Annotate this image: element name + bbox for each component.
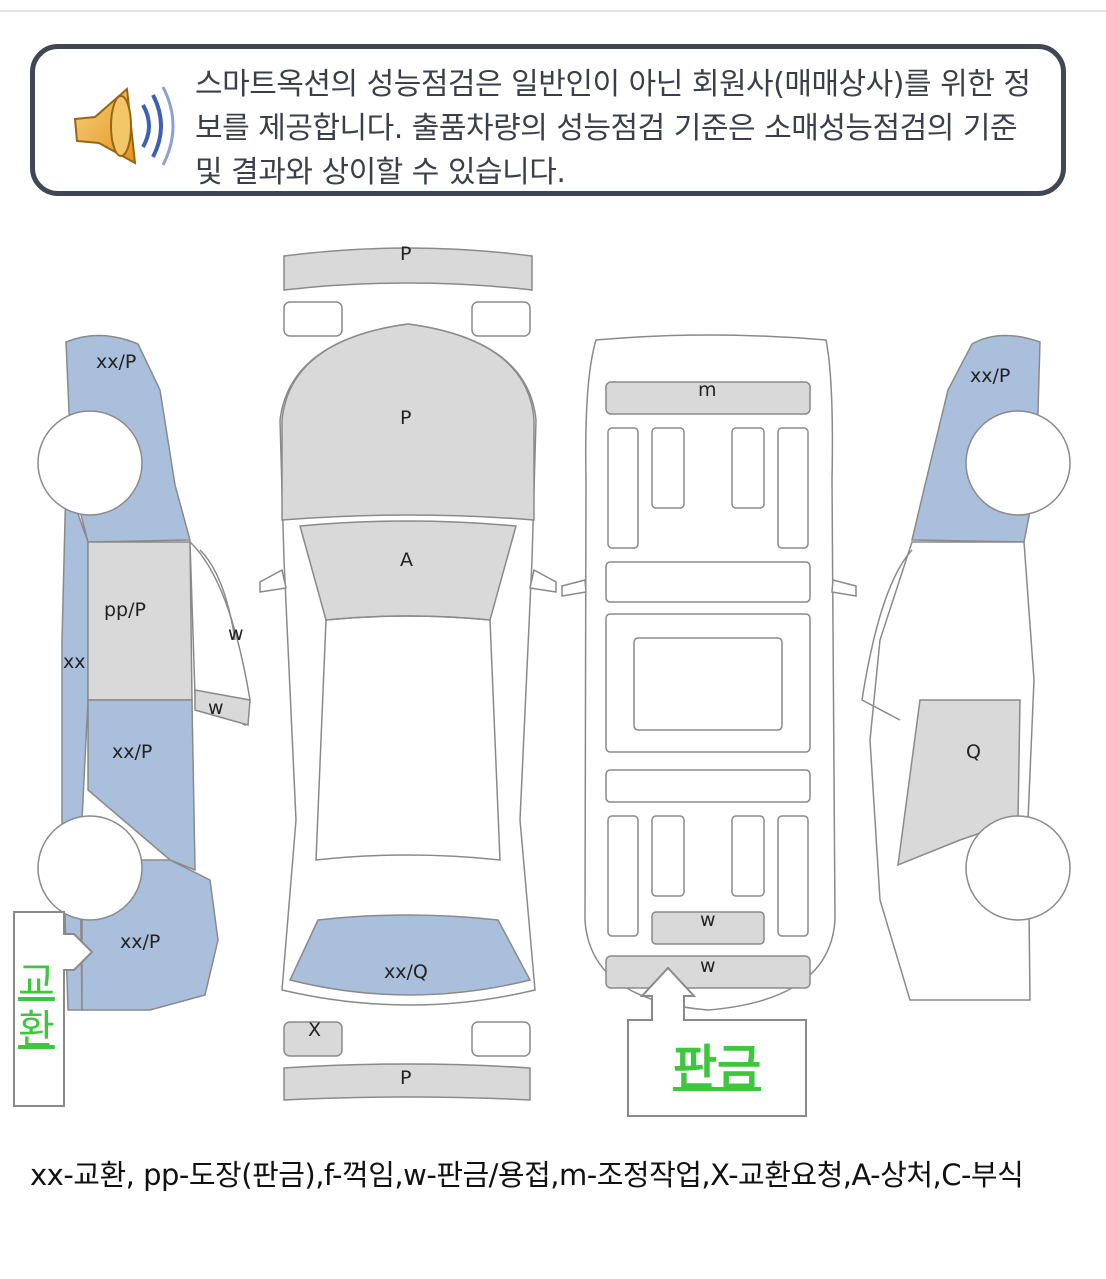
label-left-pillar-lower: w [208,697,224,719]
front-bumper [283,247,533,291]
mirror-left [259,568,287,593]
label-trunk: xx/Q [384,961,428,983]
right-wheel-front [965,410,1071,516]
rear-light-left [283,1021,343,1057]
top-view [259,247,557,1101]
underbody-view [561,334,857,1011]
rear-light-right [471,1021,531,1057]
exchange-label: 교환 [18,958,62,1054]
label-left-bottom: xx/P [120,931,160,953]
underbody-rear-bar-1 [651,911,765,945]
label-right-top: xx/P [970,365,1010,387]
panel-label: 판금 [628,1036,806,1100]
label-hood: P [400,407,411,429]
left-rear-door [87,699,196,872]
left-wheel-rear [37,815,143,921]
front-light-left [283,301,343,337]
trunk [288,914,532,996]
label-underbody-rear-2: w [700,955,716,977]
car-damage-diagram: xx/P pp/P xx w w xx/P xx/P P P A xx/Q X … [0,220,1106,1120]
label-left-pillar-upper: w [228,623,244,645]
label-windshield: A [400,549,413,571]
label-underbody-rear-1: w [700,909,716,931]
right-side-view [861,334,1071,1001]
mirror-right [529,568,557,593]
label-underbody-front: m [698,379,717,401]
label-rear-bumper: P [400,1067,411,1089]
label-left-rear-door: xx/P [112,741,152,763]
right-wheel-rear [965,815,1071,921]
front-light-right [471,301,531,337]
label-front-bumper: P [400,243,411,265]
hood [281,323,535,521]
label-left-top: xx/P [96,351,136,373]
label-right-rear-door: Q [966,741,981,763]
left-side-view [37,334,251,1011]
speaker-icon [73,86,175,166]
rear-bumper [283,1063,531,1101]
panel-label-text: 판금 [672,1040,762,1096]
label-left-rocker: xx [63,651,86,673]
underbody-front-bar [605,381,811,415]
label-left-front-door: pp/P [104,599,146,621]
left-pillar-strip [194,689,251,726]
left-front-door [87,541,193,701]
exchange-label-text: 교환 [18,959,55,1053]
callout-panel [627,966,807,1117]
callout-exchange [13,911,94,1107]
top-divider [0,10,1106,12]
notice-text: 스마트옥션의 성능점검은 일반인이 아닌 회원사(매매상사)를 위한 정보를 제… [195,67,1031,190]
label-rear-small: X [308,1019,321,1041]
left-wheel-front [37,410,143,516]
notice-box: 스마트옥션의 성능점검은 일반인이 아닌 회원사(매매상사)를 위한 정보를 제… [30,44,1066,196]
legend-text: xx-교환, pp-도장(판금),f-꺽임,w-판금/용접,m-조정작업,X-교… [30,1158,1024,1192]
